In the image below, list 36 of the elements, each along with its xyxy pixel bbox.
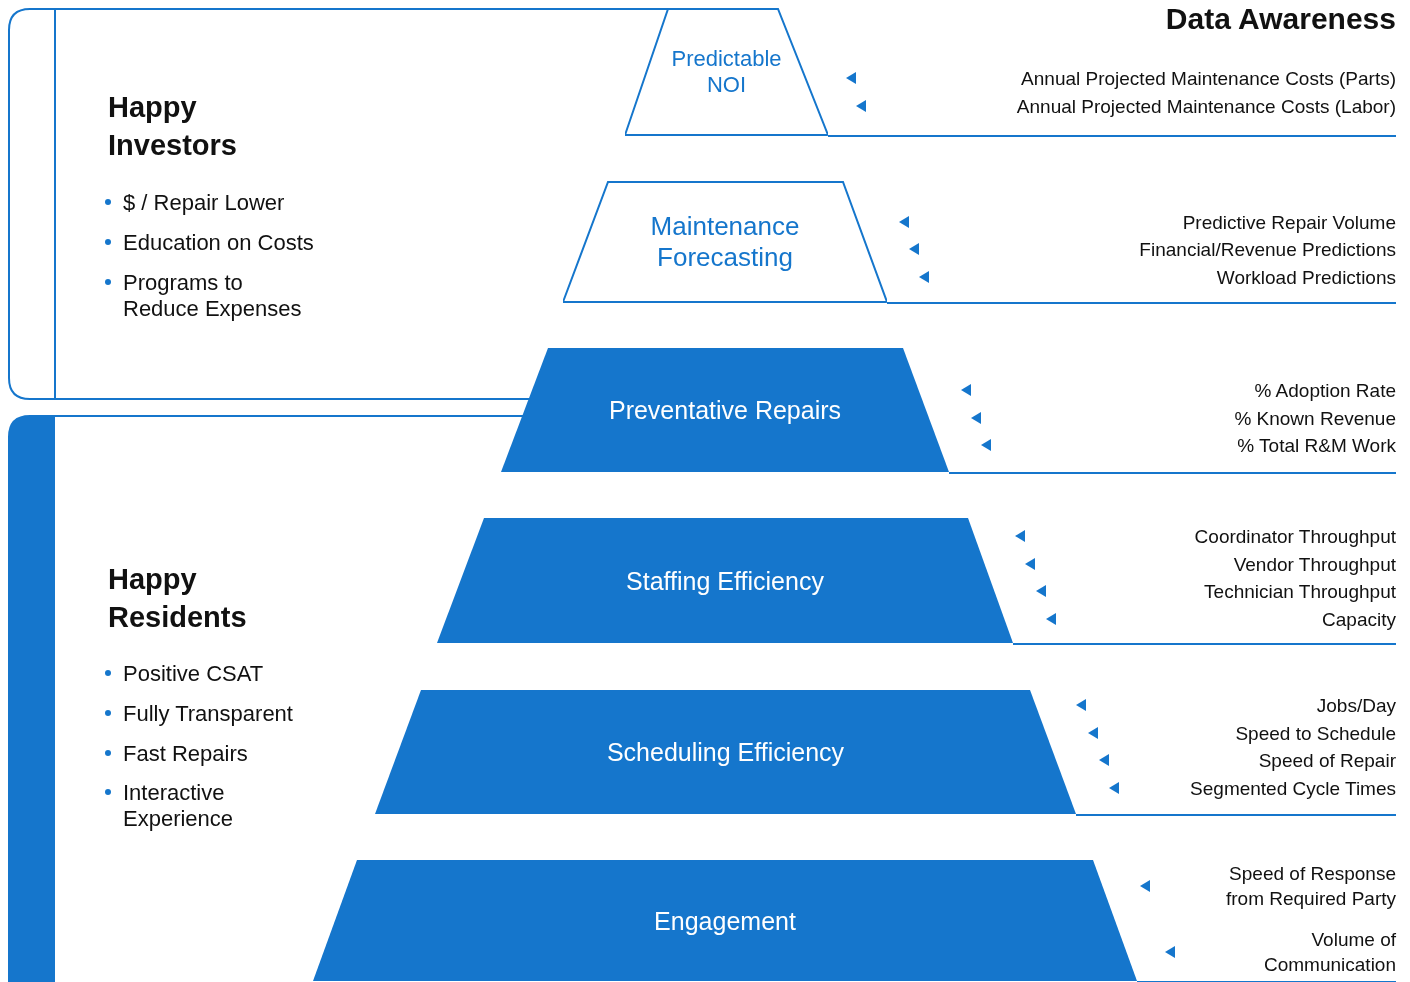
bullet-item: Fast Repairs [123,741,248,767]
group-heading: Happy Residents [108,562,248,635]
metric-text: Jobs/Day [1316,693,1396,718]
bullet-item: Interactive Experience [123,780,235,832]
tier-label: Staffing Efficiency [625,565,825,596]
metric-text: Predictive Repair Volume [1182,210,1396,235]
bullet-item: Fully Transparent [123,701,293,727]
group-bracket [8,415,310,982]
metric-text: Financial/Revenue Predictions [1139,237,1396,262]
metric-text: Capacity [1322,607,1396,632]
metric-text: Coordinator Throughput [1194,524,1396,549]
metric-text: % Adoption Rate [1254,378,1396,403]
bullet-item: Education on Costs [123,230,314,256]
tier-label: Preventative Repairs [607,395,843,425]
tier-label: Engagement [653,905,797,936]
heading: Data Awareness [1165,2,1396,36]
metric-text: Speed of Response from Required Party [1225,862,1396,911]
metric-text: Vendor Throughput [1233,552,1396,577]
metric-text: % Known Revenue [1234,406,1396,431]
tier-label: Maintenance Forecasting [649,210,801,274]
tier-label: Scheduling Efficiency [605,737,846,767]
metric-text: % Total R&M Work [1237,433,1396,458]
metric-text: Speed to Schedule [1235,721,1396,746]
metric-text: Annual Projected Maintenance Costs (Parts) [1021,66,1396,91]
metric-text: Technician Throughput [1204,579,1396,604]
bullet-item: $ / Repair Lower [123,190,285,216]
metric-text: Annual Projected Maintenance Costs (Labor) [1016,94,1396,119]
group-heading: Happy Investors [108,90,238,163]
metric-text: Speed of Repair [1258,748,1396,773]
metric-text: Segmented Cycle Times [1190,776,1396,801]
metric-text: Workload Predictions [1216,265,1396,290]
tier-label: Predictable NOI [670,45,783,99]
bullet-item: Programs to Reduce Expenses [123,270,303,322]
bullet-item: Positive CSAT [123,661,264,687]
metric-text: Volume of Communication [1263,928,1396,977]
group-bracket [8,8,408,400]
